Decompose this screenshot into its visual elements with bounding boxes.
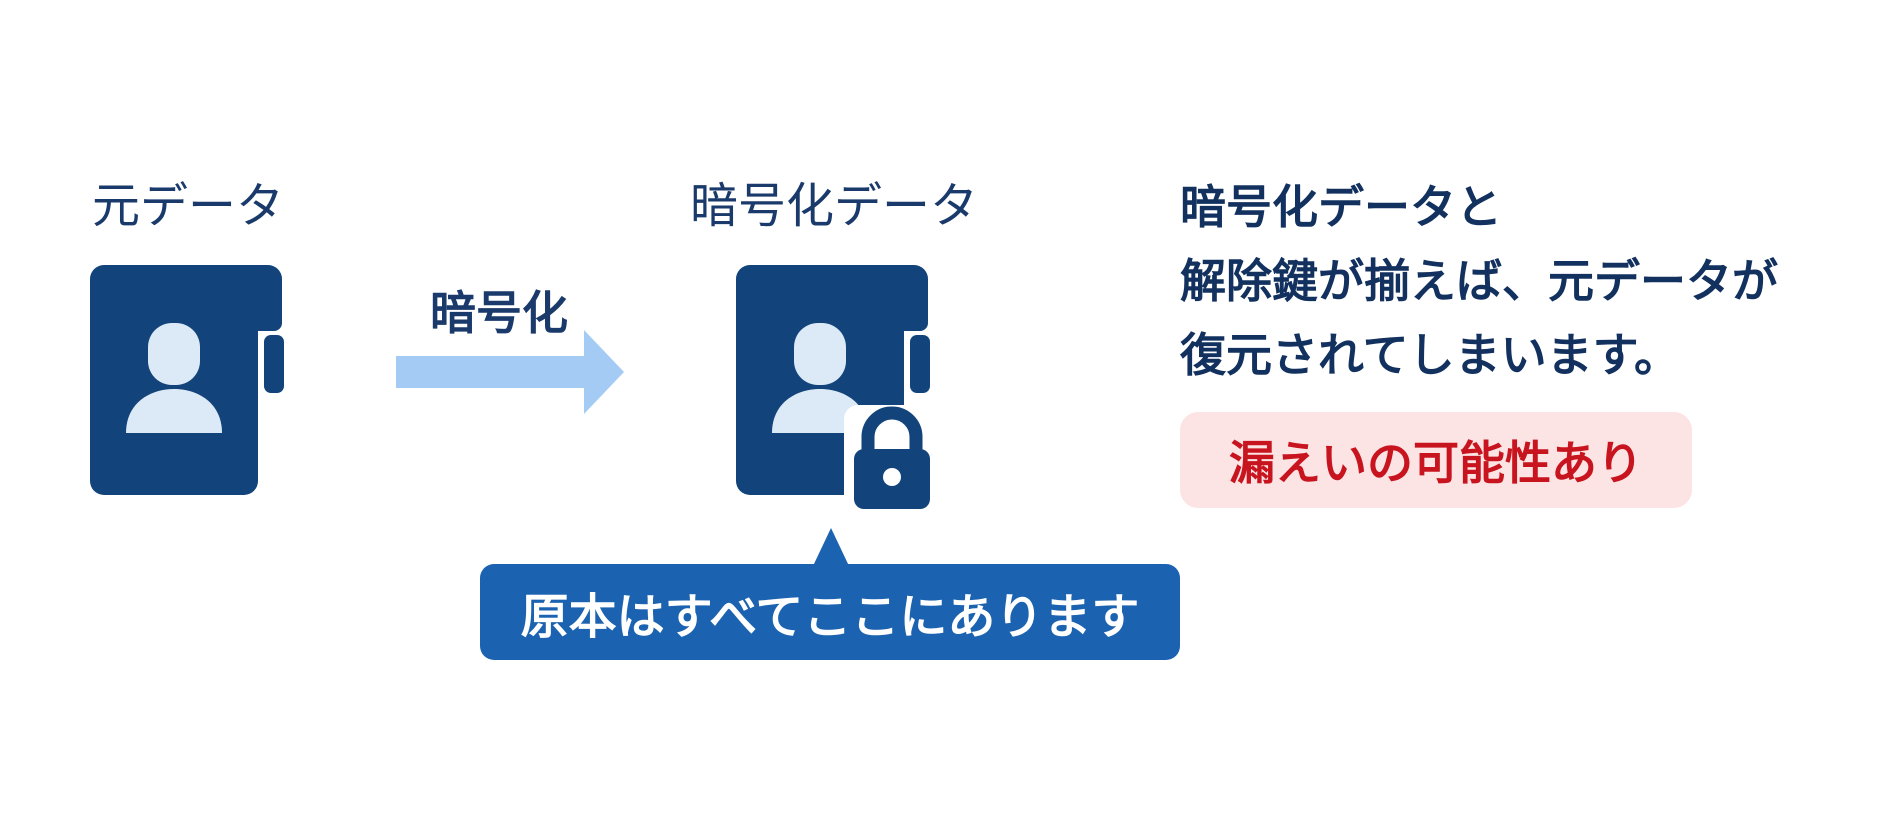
leak-warning-text: 漏えいの可能性あり <box>1229 436 1643 490</box>
original-location-callout: 原本はすべてここにあります <box>480 564 1180 660</box>
original-document-icon <box>90 265 284 495</box>
lock-icon <box>844 405 936 515</box>
explanation-text: 暗号化データと 解除鍵が揃えば、元データが 復元されてしまいます。 <box>1180 170 1778 392</box>
callout-pointer <box>813 528 849 566</box>
leak-warning-badge: 漏えいの可能性あり <box>1180 412 1692 508</box>
encrypt-arrow-label: 暗号化 <box>430 286 568 340</box>
explanation-line-3: 復元されてしまいます。 <box>1180 328 1681 382</box>
explanation-line-2: 解除鍵が揃えば、元データが <box>1180 254 1778 308</box>
original-data-label: 元データ <box>92 178 285 234</box>
callout-text: 原本はすべてここにあります <box>520 589 1140 645</box>
right-arrow-icon <box>396 330 624 414</box>
encrypted-document-icon <box>736 265 936 515</box>
encrypted-data-label: 暗号化データ <box>690 178 979 234</box>
explanation-line-1: 暗号化データと <box>1180 180 1502 234</box>
